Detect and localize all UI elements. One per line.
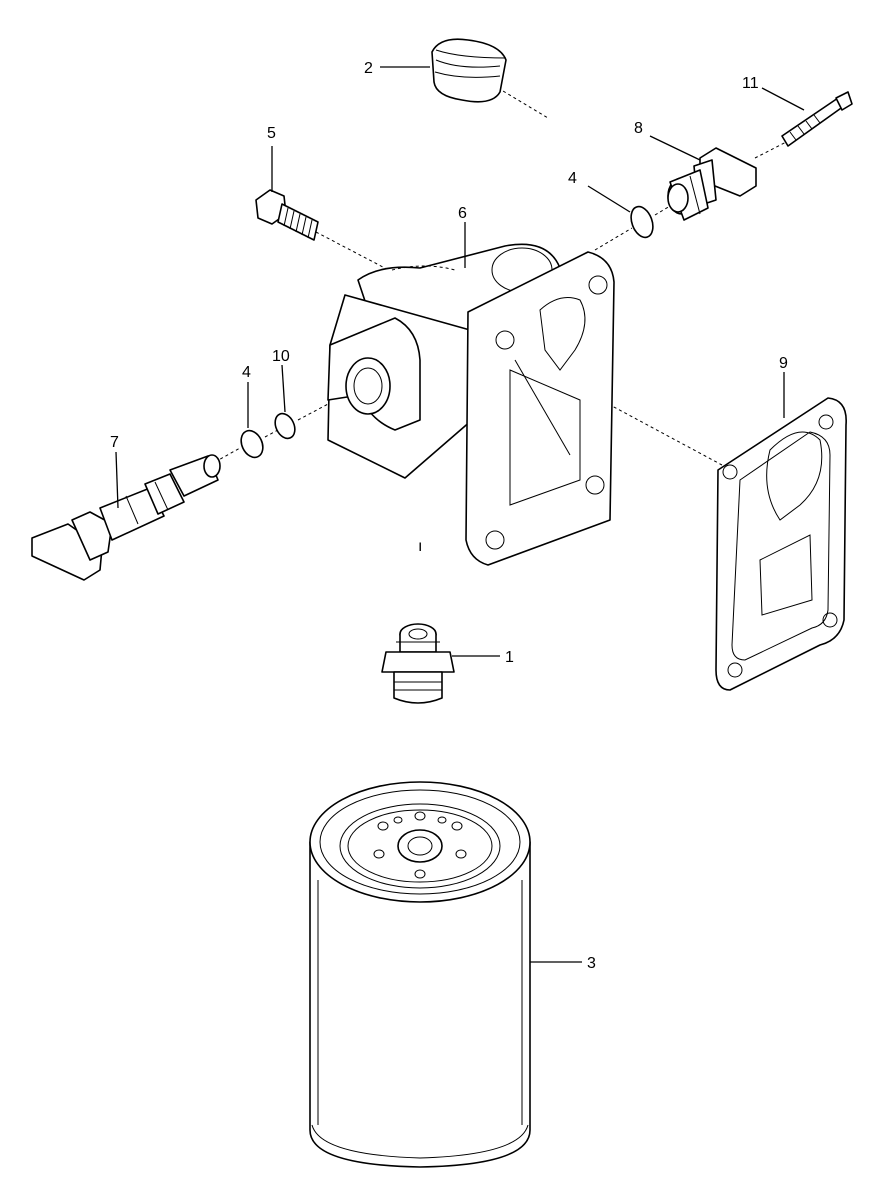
stray-mark: ı bbox=[418, 538, 422, 555]
part-10-oring bbox=[274, 412, 296, 440]
callout-11: 11 bbox=[742, 75, 759, 92]
callout-4-upper: 4 bbox=[568, 170, 577, 187]
callout-4-lower: 4 bbox=[242, 364, 251, 381]
part-4-oring-lower bbox=[240, 429, 264, 459]
callout-6: 6 bbox=[458, 205, 467, 222]
part-2-cap bbox=[431, 38, 507, 103]
part-9-gasket bbox=[715, 397, 847, 691]
part-4-oring-upper bbox=[630, 205, 654, 239]
callout-labels: 2 11 8 5 4 6 10 9 4 7 1 3 bbox=[110, 60, 788, 972]
callout-2: 2 bbox=[364, 60, 373, 77]
callout-3: 3 bbox=[587, 955, 596, 972]
part-8-fitting bbox=[667, 147, 757, 221]
part-7-valve bbox=[31, 454, 221, 581]
callout-7: 7 bbox=[110, 434, 119, 451]
part-1-nipple bbox=[381, 623, 455, 704]
part-11-long-bolt bbox=[781, 91, 853, 147]
callout-5: 5 bbox=[267, 125, 276, 142]
part-5-bolt bbox=[255, 189, 319, 241]
callout-9: 9 bbox=[779, 355, 788, 372]
leader-lines bbox=[115, 66, 805, 963]
part-6-filter-head bbox=[327, 243, 615, 566]
part-3-filter-canister bbox=[309, 781, 531, 1168]
callout-1: 1 bbox=[505, 649, 514, 666]
callout-8: 8 bbox=[634, 120, 643, 137]
callout-10: 10 bbox=[272, 348, 290, 365]
